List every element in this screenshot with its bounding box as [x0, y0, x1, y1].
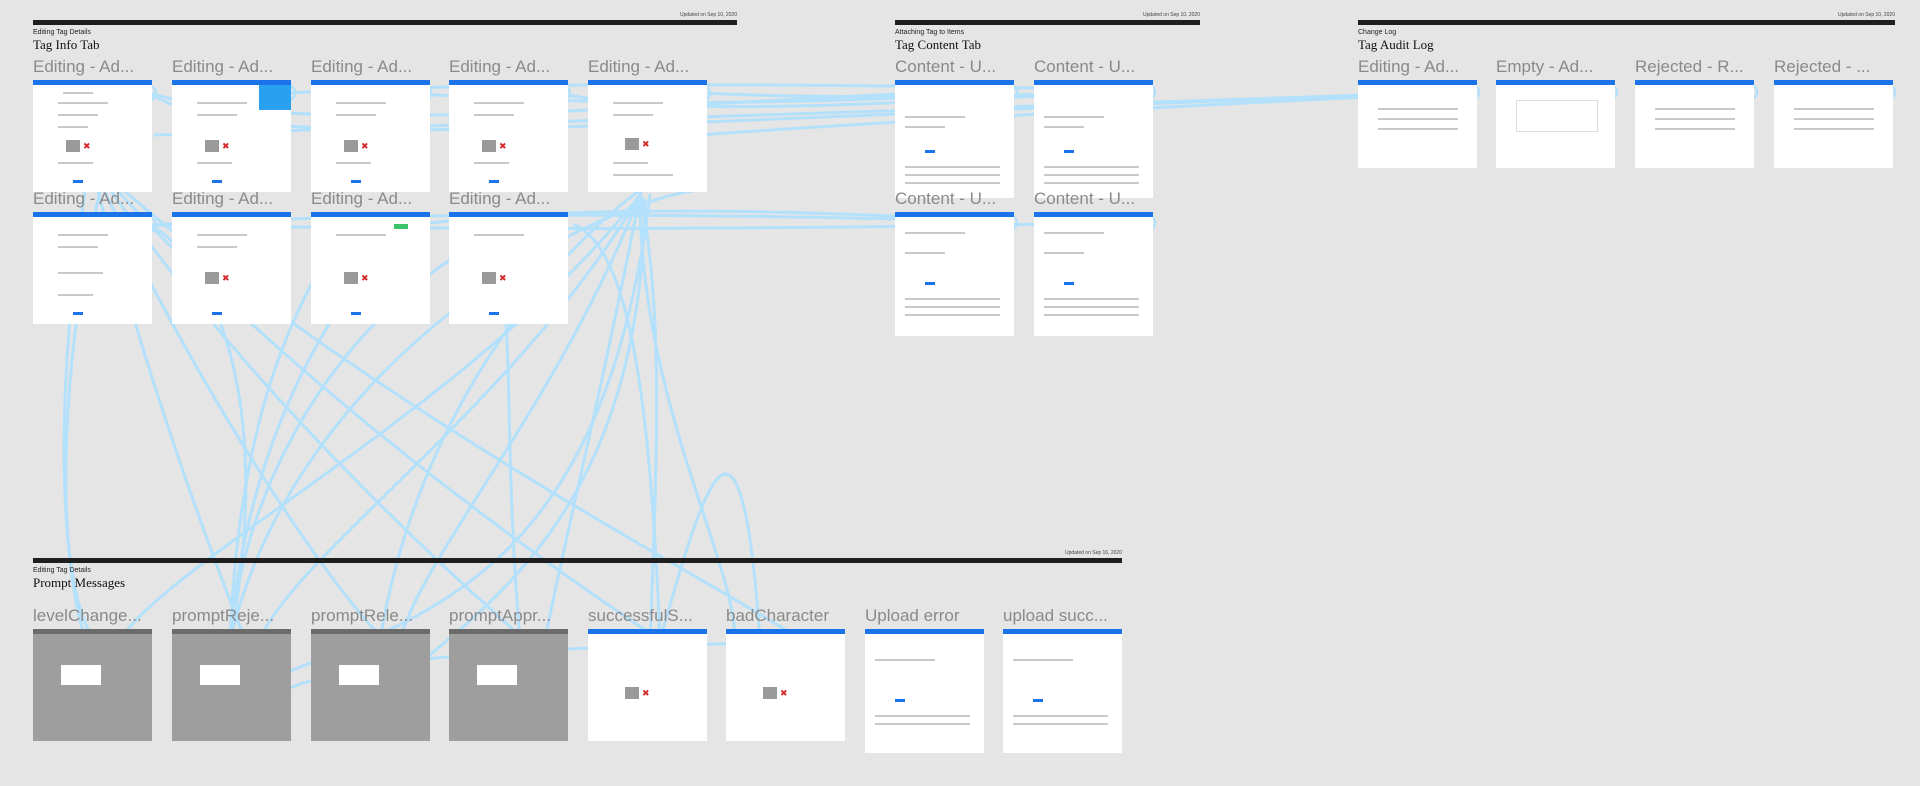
updated-date: Updated on Sep 10, 2020 [1838, 12, 1895, 18]
frame-label: Rejected - R... [1635, 57, 1744, 76]
section-divider [895, 20, 1200, 25]
updated-date: Updated on Sep 16, 2020 [1065, 550, 1122, 556]
frame-screen [1034, 212, 1153, 336]
frame-screen [33, 629, 152, 741]
frame-content-3[interactable]: Content - U... [895, 189, 1014, 336]
frame-screen [33, 212, 152, 324]
section-divider [33, 20, 737, 25]
section-tag-info: Updated on Sep 10, 2020 Editing Tag Deta… [33, 12, 737, 53]
frame-editing-3[interactable]: Editing - Ad... ✖ [311, 57, 430, 192]
frame-label: promptRele... [311, 606, 414, 625]
updated-date: Updated on Sep 10, 2020 [1143, 12, 1200, 18]
frame-label: Rejected - ... [1774, 57, 1871, 76]
frame-label: Editing - Ad... [33, 57, 135, 76]
frame-label: Editing - Ad... [311, 57, 413, 76]
section-subtitle: Editing Tag Details [33, 567, 91, 574]
frame-label: Empty - Ad... [1496, 57, 1594, 76]
frame-screen: ✖ [449, 212, 568, 324]
frame-content-4[interactable]: Content - U... [1034, 189, 1153, 336]
frame-label: upload succ... [1003, 606, 1108, 625]
frame-screen: ✖ [311, 80, 430, 192]
frame-label: Editing - Ad... [311, 189, 413, 208]
section-divider [33, 558, 1122, 563]
frame-screen: ✖ [449, 80, 568, 192]
frame-screen [449, 629, 568, 741]
frame-label: Editing - Ad... [588, 57, 690, 76]
frame-screen [895, 212, 1014, 336]
section-tag-content: Updated on Sep 10, 2020 Attaching Tag to… [895, 12, 1200, 53]
frame-screen: ✖ [172, 80, 291, 192]
section-subtitle: Editing Tag Details [33, 29, 91, 36]
frame-prompt-1[interactable]: levelChange... [33, 606, 152, 741]
section-subtitle: Attaching Tag to Items [895, 29, 965, 36]
frame-label: Content - U... [1034, 189, 1136, 208]
updated-date: Updated on Sep 10, 2020 [680, 12, 737, 18]
frame-label: Upload error [865, 606, 960, 625]
frame-change-log-3[interactable]: Rejected - R... [1635, 57, 1754, 168]
frame-label: Editing - Ad... [172, 57, 274, 76]
frame-prompt-8[interactable]: upload succ... [1003, 606, 1122, 753]
frame-label: promptAppr... [449, 606, 552, 625]
frame-screen [1774, 80, 1893, 168]
section-title: Prompt Messages [33, 575, 126, 590]
frame-change-log-4[interactable]: Rejected - ... [1774, 57, 1893, 168]
frame-editing-6[interactable]: Editing - Ad... [33, 189, 152, 324]
frame-screen [1003, 629, 1122, 753]
section-title: Tag Info Tab [33, 37, 100, 52]
frame-editing-7[interactable]: Editing - Ad... ✖ [172, 189, 291, 324]
frame-editing-4[interactable]: Editing - Ad... ✖ [449, 57, 568, 192]
frame-editing-1[interactable]: Editing - Ad... ✖ [33, 57, 152, 192]
frame-prompt-7[interactable]: Upload error [865, 606, 984, 753]
frame-label: Content - U... [895, 189, 997, 208]
frame-prompt-2[interactable]: promptReje... [172, 606, 291, 741]
frame-prompt-3[interactable]: promptRele... [311, 606, 430, 741]
section-title: Tag Audit Log [1358, 37, 1434, 52]
section-divider [1358, 20, 1895, 25]
frame-screen: ✖ [588, 629, 707, 741]
frame-prompt-4[interactable]: promptAppr... [449, 606, 568, 741]
frame-editing-8[interactable]: Editing - Ad... ✖ [311, 189, 430, 324]
frame-change-log-1[interactable]: Editing - Ad... [1358, 57, 1477, 168]
frame-label: successfulS... [588, 606, 693, 625]
frame-prompt-5[interactable]: successfulS... ✖ [588, 606, 707, 741]
frame-label: Editing - Ad... [449, 189, 551, 208]
frame-screen [172, 629, 291, 741]
frame-editing-9[interactable]: Editing - Ad... ✖ [449, 189, 568, 324]
frame-screen: ✖ [726, 629, 845, 741]
frame-editing-2[interactable]: Editing - Ad... ✖ [172, 57, 291, 192]
frame-screen: ✖ [172, 212, 291, 324]
frame-label: promptReje... [172, 606, 275, 625]
frame-label: Editing - Ad... [33, 189, 135, 208]
frame-screen [895, 80, 1014, 198]
frame-content-2[interactable]: Content - U... [1034, 57, 1153, 198]
frame-label: Editing - Ad... [449, 57, 551, 76]
frame-prompt-6[interactable]: badCharacter ✖ [726, 606, 845, 741]
frame-label: Content - U... [1034, 57, 1136, 76]
frame-screen: ✖ [588, 80, 707, 192]
frame-content-1[interactable]: Content - U... [895, 57, 1014, 198]
section-title: Tag Content Tab [895, 37, 982, 52]
section-subtitle: Change Log [1358, 29, 1397, 36]
frame-label: badCharacter [726, 606, 830, 625]
frame-screen: ✖ [33, 80, 152, 192]
section-prompt-messages: Updated on Sep 16, 2020 Editing Tag Deta… [33, 550, 1122, 591]
frame-screen [1496, 80, 1615, 168]
frame-screen [1358, 80, 1477, 168]
frame-screen [1034, 80, 1153, 198]
frame-label: Content - U... [895, 57, 997, 76]
frame-screen [1635, 80, 1754, 168]
section-change-log: Updated on Sep 10, 2020 Change Log Tag A… [1358, 12, 1895, 53]
frame-screen: ✖ [311, 212, 430, 324]
frame-label: Editing - Ad... [1358, 57, 1460, 76]
frame-label: Editing - Ad... [172, 189, 274, 208]
frame-change-log-2[interactable]: Empty - Ad... [1496, 57, 1615, 168]
frame-label: levelChange... [33, 606, 142, 625]
frame-screen [865, 629, 984, 753]
frame-editing-5[interactable]: Editing - Ad... ✖ [588, 57, 707, 192]
frame-screen [311, 629, 430, 741]
